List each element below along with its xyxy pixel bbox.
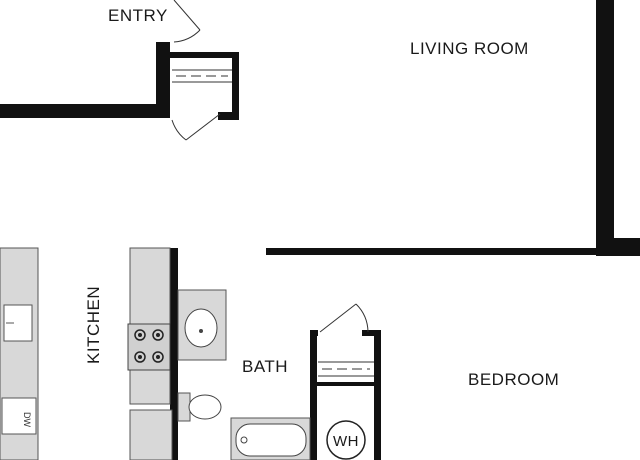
- wall-wh-closet-top: [310, 330, 318, 336]
- wall-bath-left: [170, 248, 178, 460]
- room-label-living-room: LIVING ROOM: [410, 39, 529, 58]
- room-label-bath: BATH: [242, 357, 288, 376]
- wall-right-exterior: [596, 0, 614, 256]
- wall-entry-post: [156, 42, 170, 118]
- closet-door-entry: [171, 113, 221, 141]
- bath-vanity: [177, 289, 227, 361]
- closet-door-wh: [319, 303, 369, 333]
- kitchen-right-counter: [127, 247, 173, 460]
- room-label-bedroom: BEDROOM: [468, 370, 559, 389]
- wall-bedroom-top: [266, 248, 600, 255]
- closet-shelf-wh: [318, 361, 374, 377]
- room-label-kitchen: KITCHEN: [84, 286, 103, 364]
- water-heater: WH: [326, 420, 366, 460]
- range: [127, 323, 171, 371]
- wall-right-corner: [596, 238, 640, 256]
- room-label-entry: ENTRY: [108, 6, 168, 25]
- bath-sink: [184, 308, 218, 348]
- wall-closet-right: [232, 52, 239, 120]
- wall-wh-closet-right: [374, 330, 381, 460]
- closet-shelf-entry: [172, 69, 232, 83]
- wall-closet-top: [168, 52, 238, 58]
- entry-door: [173, 0, 201, 43]
- wall-wh-closet-mid: [317, 382, 374, 386]
- wall-entry-left: [0, 104, 170, 118]
- water-heater-label: WH: [333, 433, 359, 450]
- refrigerator: [129, 409, 173, 460]
- dishwasher-label: DW: [22, 412, 32, 427]
- toilet: [177, 392, 222, 422]
- dishwasher: [1, 397, 37, 435]
- bathtub: [230, 417, 311, 460]
- wall-bath-right: [310, 330, 317, 460]
- kitchen-left-counter: DW: [0, 247, 39, 460]
- wall-closet-bottom: [218, 112, 239, 120]
- wall-wh-closet-topright: [362, 330, 381, 336]
- range-burners: [134, 329, 164, 363]
